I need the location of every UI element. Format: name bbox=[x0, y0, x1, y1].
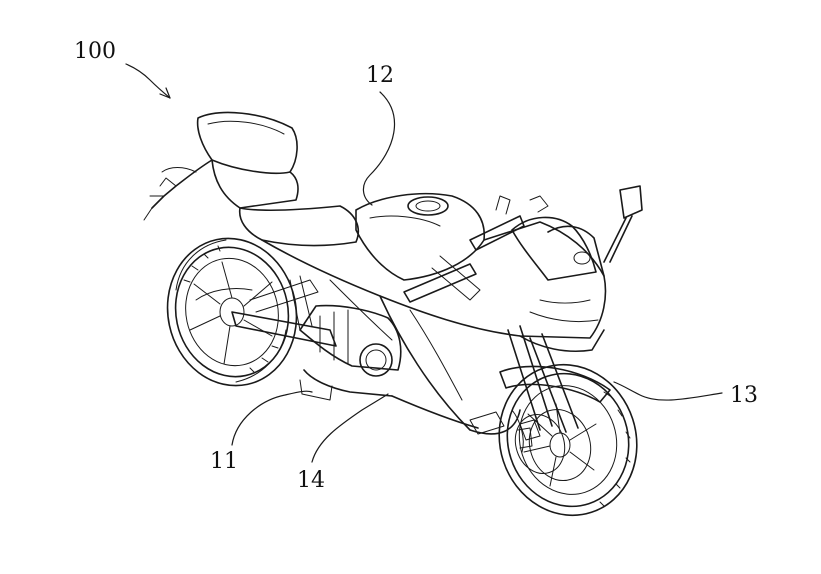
front-fork bbox=[499, 325, 611, 453]
fuel-tank bbox=[355, 192, 486, 281]
exhaust bbox=[391, 395, 505, 435]
engine bbox=[299, 304, 402, 401]
motorcycle-drawing bbox=[143, 111, 643, 517]
leader-14 bbox=[311, 393, 389, 463]
leader-11 bbox=[231, 390, 313, 446]
leader-12 bbox=[362, 91, 395, 206]
label-13: 13 bbox=[730, 383, 758, 408]
label-12: 12 bbox=[366, 63, 394, 88]
windscreen bbox=[511, 216, 597, 304]
label-14: 14 bbox=[297, 468, 325, 493]
brake-disc bbox=[514, 414, 566, 474]
rear-wheel bbox=[166, 237, 298, 387]
mirror bbox=[603, 185, 643, 263]
leader-13 bbox=[613, 381, 723, 401]
handlebars bbox=[403, 195, 549, 303]
swingarm bbox=[195, 275, 337, 347]
seat-tail bbox=[143, 111, 360, 247]
label-11: 11 bbox=[210, 449, 238, 474]
front-wheel bbox=[498, 363, 638, 517]
arrow-100 bbox=[125, 63, 171, 99]
label-100: 100 bbox=[74, 39, 116, 64]
